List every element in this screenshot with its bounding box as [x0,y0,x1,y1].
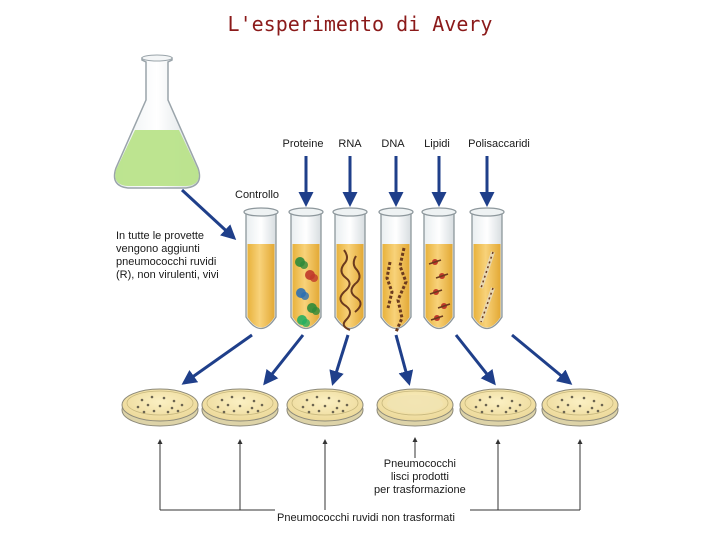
tube-dna [378,207,414,333]
column-label-rna: RNA [338,138,362,150]
smooth-label-line-3: per trasformazione [374,483,466,496]
page-title: L'esperimento di Avery [227,12,493,36]
petri-dish-1 [121,388,199,427]
rough-pneumococci-label: Pneumococchi ruvidi non trasformati [277,512,455,524]
tube-to-plate-arrows [181,333,573,386]
column-label-proteine: Proteine [282,138,324,150]
smooth-label-line-2: lisci prodotti [390,470,449,483]
test-tubes [243,207,505,333]
column-label-polisaccaridi: Polisaccaridi [468,138,530,150]
smooth-label-line-1: Pneumococchi [383,458,456,470]
tube-control [243,207,279,330]
petri-dishes [121,388,619,427]
note-line-4: (R), non virulenti, vivi [116,268,219,281]
note-text: In tutte le provette vengono aggiunti pn… [116,230,219,282]
petri-dish-3 [286,388,364,427]
tube-rna [332,207,368,331]
tube-proteine [288,207,324,330]
flask [113,54,201,189]
column-label-dna: DNA [381,138,405,150]
note-line-1: In tutte le provette [116,230,205,242]
flask-to-tubes-arrow [180,188,237,241]
petri-dish-6 [541,388,619,427]
petri-dish-5 [459,388,537,427]
petri-dish-4 [376,388,454,427]
smooth-pneumococci-label: Pneumococchi lisci prodotti per trasform… [374,458,466,497]
petri-dish-2 [201,388,279,427]
control-label: Controllo [235,189,280,201]
tube-lipidi [421,207,457,330]
column-label-lipidi: Lipidi [424,138,450,150]
tube-polisaccaridi [469,207,505,330]
result-brackets [157,437,583,511]
column-arrows [298,156,495,207]
note-line-3: pneumococchi ruvidi [116,255,217,268]
note-line-2: vengono aggiunti [116,242,200,255]
flask-liquid [115,130,199,186]
